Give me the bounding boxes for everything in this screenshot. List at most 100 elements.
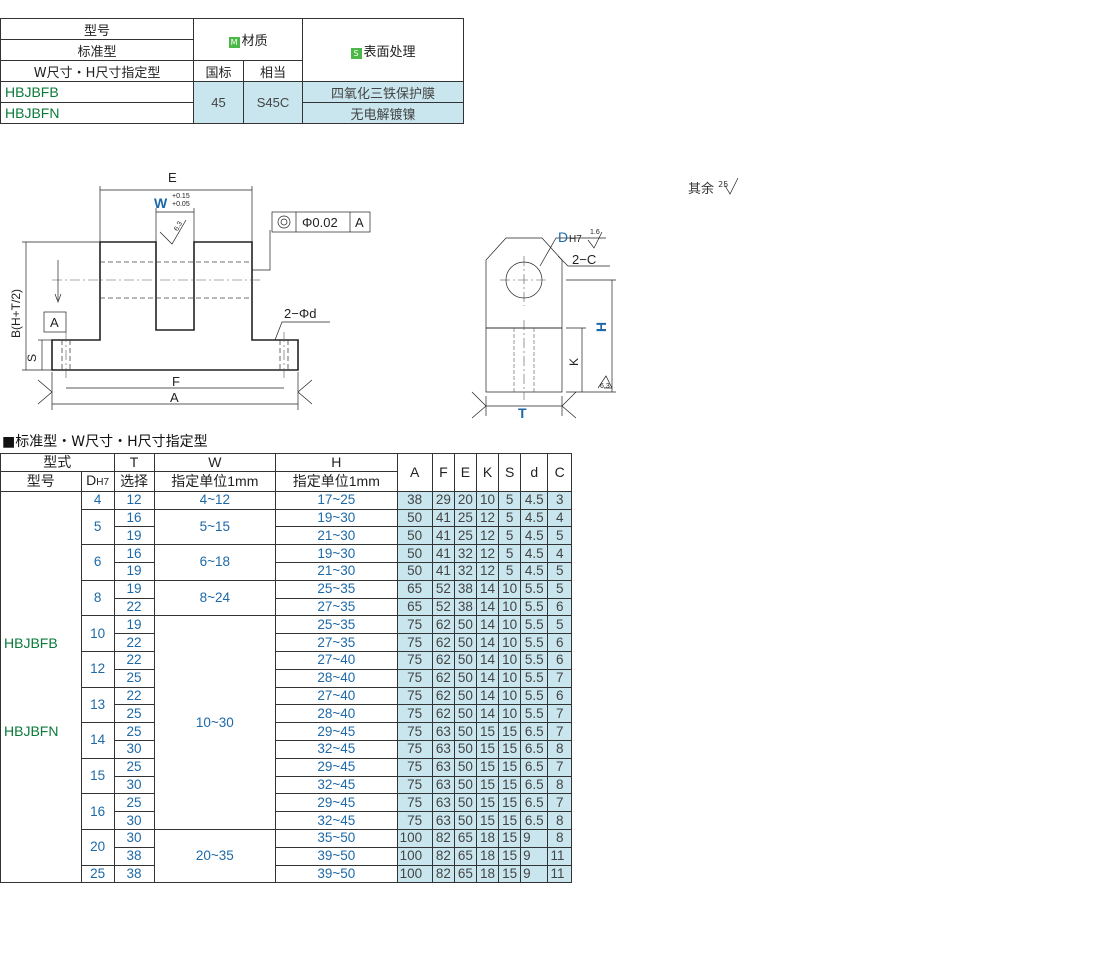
cell-S: 10 <box>498 704 522 724</box>
label-W: W <box>154 195 168 211</box>
cell-K: 14 <box>475 615 500 635</box>
cell-H: 39~50 <box>275 846 398 866</box>
cell-F: 82 <box>431 864 455 884</box>
cell-C: 6 <box>547 686 572 706</box>
th-model: 型号 <box>0 470 82 492</box>
cell-F: 62 <box>431 704 455 724</box>
th-E: E <box>453 453 477 492</box>
cell-H: 27~35 <box>275 597 398 617</box>
cell-K: 15 <box>475 722 500 741</box>
cell-T: 30 <box>113 828 155 848</box>
cell-K: 14 <box>475 579 500 599</box>
cell-A: 75 <box>396 739 433 759</box>
label-roughness-6.3: 6.3 <box>173 220 184 232</box>
cell-S: 10 <box>498 597 522 617</box>
spec-equiv-value: S45C <box>242 81 304 124</box>
cell-H: 17~25 <box>275 490 398 510</box>
label-coaxial: Φ0.02 <box>302 215 338 230</box>
label-F: F <box>172 374 180 389</box>
cell-T: 38 <box>113 864 155 884</box>
th-D-main: D <box>86 471 97 488</box>
cell-H: 32~45 <box>275 775 398 795</box>
cell-d: 5.5 <box>520 704 549 724</box>
th-C: C <box>547 453 572 492</box>
cell-d: 4.5 <box>520 490 549 510</box>
cell-F: 62 <box>431 686 455 706</box>
label-DH7: H7 <box>569 234 582 245</box>
cell-W: 6~18 <box>153 544 277 581</box>
cell-A: 75 <box>396 633 433 652</box>
cell-S: 15 <box>498 864 522 884</box>
cell-d: 6.5 <box>520 793 549 813</box>
cell-T: 25 <box>113 668 155 688</box>
cell-K: 14 <box>475 704 500 724</box>
cell-K: 15 <box>475 739 500 759</box>
cell-E: 20 <box>453 490 477 510</box>
cell-C: 5 <box>547 561 572 581</box>
cell-d: 4.5 <box>520 561 549 581</box>
cell-T: 30 <box>113 739 155 759</box>
surface-label: 表面处理 <box>363 44 416 60</box>
cell-T: 38 <box>113 846 155 866</box>
label-A: A <box>170 390 179 405</box>
cell-T: 19 <box>113 526 155 546</box>
spec-model-hbjbfn: HBJBFN <box>0 102 195 124</box>
cell-T: 30 <box>113 775 155 795</box>
th-A: A <box>396 453 433 492</box>
th-w: W <box>153 453 277 472</box>
cell-C: 6 <box>547 650 572 670</box>
cell-C: 11 <box>547 846 572 866</box>
cell-W: 10~30 <box>153 615 277 830</box>
cell-S: 10 <box>498 668 522 688</box>
label-E: E <box>168 170 177 185</box>
cell-A: 50 <box>396 508 433 528</box>
cell-D: 10 <box>80 615 115 652</box>
cell-E: 32 <box>453 544 477 563</box>
cell-A: 65 <box>396 597 433 617</box>
th-h: H <box>275 453 398 472</box>
cell-D: 6 <box>80 544 115 581</box>
cell-d: 5.5 <box>520 579 549 599</box>
cell-H: 29~45 <box>275 793 398 813</box>
cell-E: 65 <box>453 864 477 884</box>
cell-S: 15 <box>498 846 522 866</box>
cell-C: 11 <box>547 864 572 884</box>
cell-H: 27~40 <box>275 686 398 706</box>
cell-C: 6 <box>547 633 572 652</box>
cell-C: 7 <box>547 757 572 777</box>
rest-roughness-note: 其余 25 <box>688 178 728 197</box>
cell-W: 20~35 <box>153 828 277 884</box>
cell-C: 4 <box>547 508 572 528</box>
cell-F: 62 <box>431 650 455 670</box>
cell-d: 6.5 <box>520 757 549 777</box>
cell-H: 29~45 <box>275 722 398 741</box>
cell-d: 5.5 <box>520 597 549 617</box>
cell-A: 75 <box>396 757 433 777</box>
cell-T: 25 <box>113 793 155 813</box>
cell-S: 15 <box>498 739 522 759</box>
table-title: ■标准型・W尺寸・H尺寸指定型 <box>2 434 208 450</box>
spec-header-equiv: 相当 <box>242 60 304 82</box>
cell-d: 6.5 <box>520 739 549 759</box>
label-S: S <box>25 354 39 362</box>
cell-A: 100 <box>396 828 433 848</box>
cell-H: 25~35 <box>275 579 398 599</box>
cell-d: 6.5 <box>520 775 549 795</box>
th-type: 型式 <box>0 453 115 472</box>
cell-F: 41 <box>431 526 455 546</box>
cell-S: 10 <box>498 650 522 670</box>
cell-H: 39~50 <box>275 864 398 884</box>
cell-K: 10 <box>475 490 500 510</box>
label-T: T <box>518 405 527 420</box>
cell-F: 62 <box>431 668 455 688</box>
cell-T: 22 <box>113 597 155 617</box>
cell-F: 29 <box>431 490 455 510</box>
cell-F: 41 <box>431 508 455 528</box>
spec-gb-value: 45 <box>193 81 244 124</box>
cell-T: 22 <box>113 650 155 670</box>
th-w-sub: 指定单位1mm <box>153 470 277 492</box>
